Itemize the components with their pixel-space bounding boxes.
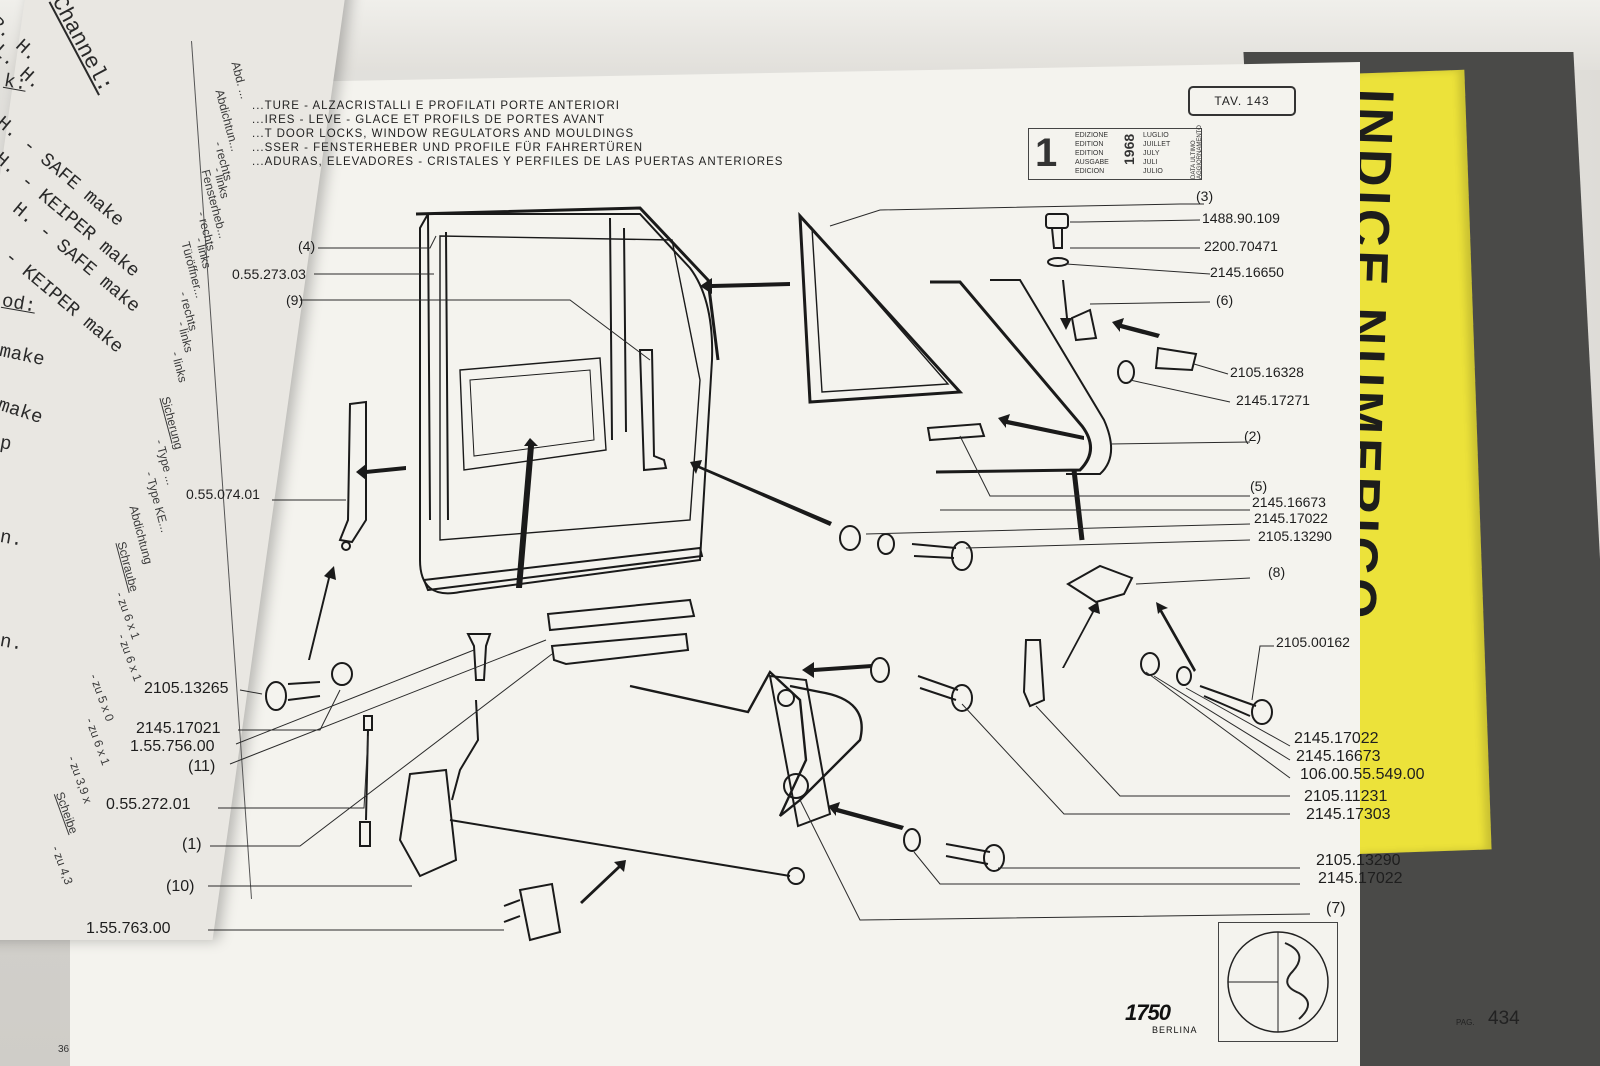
callout-r-6: 2145.17271 — [1236, 392, 1310, 408]
left-page-number: 36 — [58, 1044, 70, 1055]
callout-r-4: (6) — [1216, 292, 1234, 308]
title-french: ...IRES - LEVE - GLACE ET PROFILS DE POR… — [252, 114, 605, 126]
table-label: TAV. 143 — [1188, 86, 1296, 116]
callout-r-8: (5) — [1250, 478, 1268, 494]
model-subtitle: BERLINA — [1152, 1025, 1198, 1035]
edition-box: 1 EDIZIONE EDITION EDITION AUSGABE EDICI… — [1028, 125, 1203, 180]
edition-number: 1 — [1035, 131, 1058, 175]
title-italian: ...TURE - ALZACRISTALLI E PROFILATI PORT… — [252, 100, 620, 112]
edition-months: LUGLIO JUILLET JULY JULI JULIO — [1143, 132, 1171, 175]
callout-l-9: (1) — [182, 836, 202, 853]
callout-l-4: 2105.13265 — [144, 680, 229, 697]
callout-r-3: 2145.16650 — [1210, 264, 1284, 280]
callout-r-10: 2145.17022 — [1254, 510, 1328, 526]
callout-l-1: 0.55.273.03 — [232, 266, 306, 282]
callout-r-21: (7) — [1326, 900, 1346, 917]
bracket-8 — [1066, 564, 1134, 604]
window-channel — [427, 213, 449, 521]
callout-l-2: (9) — [286, 292, 304, 308]
callout-r-12: (8) — [1268, 564, 1286, 580]
alfa-romeo-logo — [1218, 922, 1338, 1042]
title-german: ...SSER - FENSTERHEBER UND PROFILE FÜR F… — [252, 142, 643, 154]
callout-l-5: 2145.17021 — [136, 720, 221, 737]
callout-r-18: 2145.17303 — [1306, 806, 1391, 823]
title-spanish: ...ADURAS, ELEVADORES - CRISTALES Y PERF… — [252, 156, 784, 168]
window-regulator — [629, 670, 863, 817]
weatherstrip-outer — [546, 598, 696, 632]
callout-r-9: 2145.16673 — [1252, 494, 1326, 510]
title-english: ...T DOOR LOCKS, WINDOW REGULATORS AND M… — [252, 128, 635, 140]
vent-frame — [930, 280, 1092, 474]
callout-r-14: 2145.17022 — [1294, 730, 1379, 747]
guide-rail — [638, 349, 668, 472]
callout-l-10: (10) — [166, 878, 195, 895]
callout-l-6: 1.55.756.00 — [130, 738, 215, 755]
page-label: PAG. — [1456, 1018, 1475, 1027]
callout-l-0: (4) — [298, 238, 316, 254]
door-lock — [398, 768, 458, 878]
callout-r-16: 106.00.55.549.00 — [1300, 766, 1425, 783]
callout-l-3: 0.55.074.01 — [186, 486, 260, 502]
callout-l-7: (11) — [188, 758, 216, 775]
callout-r-15: 2145.16673 — [1296, 748, 1381, 765]
callout-r-5: 2105.16328 — [1230, 364, 1304, 380]
door-shell — [419, 213, 714, 595]
callout-r-2: 2200.70471 — [1204, 238, 1278, 254]
callout-l-8: 0.55.272.01 — [106, 796, 191, 813]
model-name: 1750 — [1125, 1000, 1171, 1025]
callout-r-7: (2) — [1244, 428, 1262, 444]
vent-window — [798, 211, 964, 404]
page-number: 434 — [1488, 1008, 1520, 1029]
callout-r-0: (3) — [1196, 188, 1214, 204]
left-channel-strip — [338, 400, 367, 544]
callout-r-17: 2105.11231 — [1304, 788, 1388, 805]
callout-r-20: 2145.17022 — [1318, 870, 1403, 887]
edition-labels: EDIZIONE EDITION EDITION AUSGABE EDICION — [1075, 132, 1109, 175]
callout-r-1: 1488.90.109 — [1202, 210, 1280, 226]
callout-r-19: 2105.13290 — [1316, 852, 1401, 869]
callout-l-11: 1.55.763.00 — [86, 920, 171, 937]
callout-r-13: 2105.00162 — [1276, 634, 1350, 650]
callout-r-11: 2105.13290 — [1258, 528, 1332, 544]
